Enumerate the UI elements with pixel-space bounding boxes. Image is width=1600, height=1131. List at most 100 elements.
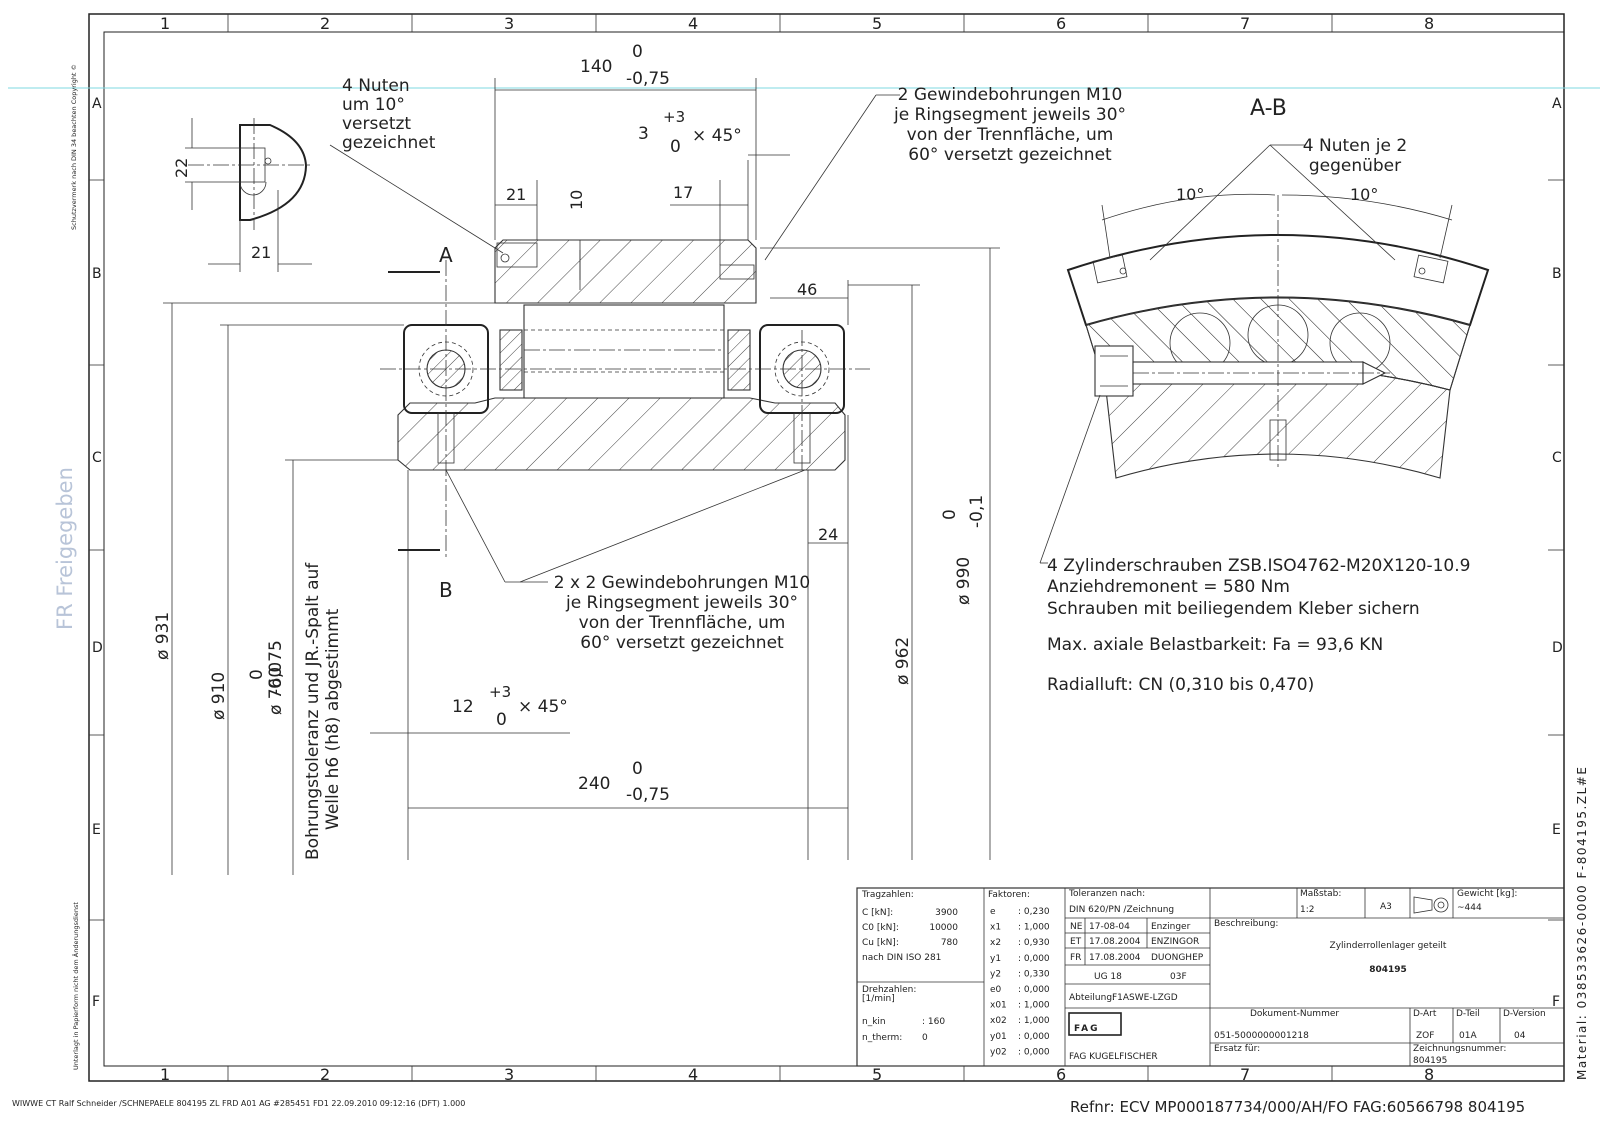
frame-row-label-right: C <box>1552 450 1562 466</box>
dim-d931: ø 931 <box>153 612 173 660</box>
section-angle-left: 10° <box>1176 185 1204 204</box>
note-grooves-section-line: 4 Nuten je 2 <box>1303 136 1407 156</box>
factor-value: : 1,000 <box>1018 1001 1050 1011</box>
factor-value: : 0,000 <box>1018 1047 1050 1057</box>
fag-logo-text: FAG <box>1074 1024 1099 1034</box>
chamfer-top-tol-upper: +3 <box>663 108 685 126</box>
dteil-label: D-Teil <box>1456 1009 1480 1019</box>
frame-col-label-bottom: 3 <box>504 1065 514 1084</box>
dokument-value: 051-5000000001218 <box>1214 1031 1309 1041</box>
dim-24-main: 24 <box>818 525 838 544</box>
note-grooves-line: um 10° <box>342 95 405 115</box>
abteilung-label: Abteilung: <box>1069 993 1115 1003</box>
dim-d910: ø 910 <box>209 672 229 720</box>
factor-value: : 1,000 <box>1018 1016 1050 1026</box>
dim-240-tol-lower: -0,75 <box>626 785 670 805</box>
frame-col-label-top: 5 <box>872 14 882 33</box>
nkin-label: n_kin <box>862 1017 886 1027</box>
dim-d760: ø 760 <box>266 667 286 715</box>
dim-140-tol-lower: -0,75 <box>626 69 670 89</box>
note-threaded-bottom-line: von der Trennfläche, um <box>579 613 786 633</box>
bearing-main-section: A B 140 0 -0,75 3 +3 0 × 45° 21 10 17 46… <box>153 42 1126 875</box>
note-threaded-top-line: 2 Gewindebohrungen M10 <box>898 85 1123 105</box>
ne-date: 17-08-04 <box>1089 922 1130 932</box>
factor-value: : 0,230 <box>1018 907 1050 917</box>
dim-d990-tol-lower: -0,1 <box>967 495 987 528</box>
chamfer-bottom-tol-upper: +3 <box>489 683 511 701</box>
note-threaded-top-line: von der Trennfläche, um <box>907 125 1114 145</box>
drehzahlen-unit: [1/min] <box>862 994 895 1004</box>
dim-d990: ø 990 <box>954 557 974 605</box>
nkin-value: : 160 <box>922 1017 945 1027</box>
massstab-value: 1:2 <box>1300 905 1314 915</box>
factor-name: y1 <box>990 954 1001 964</box>
ntherm-label: n_therm: <box>862 1033 902 1043</box>
ntherm-value: 0 <box>922 1033 928 1043</box>
dversion-label: D-Version <box>1503 1009 1546 1019</box>
frame-row-label-left: E <box>92 822 101 838</box>
dim-21-main: 21 <box>506 185 526 204</box>
dim-17-main: 17 <box>673 183 693 202</box>
frame-row-label-left: C <box>92 450 102 466</box>
fr-label: FR <box>1070 953 1081 963</box>
dart-value: ZOF <box>1416 1031 1434 1041</box>
chamfer-top-value: 3 <box>638 124 649 144</box>
frame-col-label-bottom: 4 <box>688 1065 698 1084</box>
dim-d990-tol-upper: 0 <box>940 509 960 520</box>
frame-col-label-bottom: 7 <box>1240 1065 1250 1084</box>
frame-col-label-bottom: 8 <box>1424 1065 1434 1084</box>
c-label: C [kN]: <box>862 908 893 918</box>
section-title: A-B <box>1250 96 1287 121</box>
fr-name: DUONGHEP <box>1151 953 1204 963</box>
factor-name: x02 <box>990 1016 1007 1026</box>
groove-detail-view: 22 21 <box>172 118 312 272</box>
dim-d760-tol-upper: 0 <box>247 669 267 680</box>
note-threaded-bottom-line: 2 x 2 Gewindebohrungen M10 <box>554 573 810 593</box>
beschreibung-value: Zylinderrollenlager geteilt <box>1330 941 1447 951</box>
note-grooves-line: versetzt <box>342 114 411 134</box>
note-grooves-line: 4 Nuten <box>342 76 410 96</box>
frame-col-label-top: 1 <box>160 14 170 33</box>
change-service-note: Unterlagt in Papierform nicht dem Änderu… <box>71 902 80 1070</box>
ug-code: 03F <box>1170 972 1187 982</box>
frame-row-label-left: A <box>92 96 102 112</box>
print-footer: WIWWE CT Ralf Schneider /SCHNEPAELE 8041… <box>12 1099 465 1108</box>
gewicht-label: Gewicht [kg]: <box>1457 889 1517 899</box>
detail-dim-22: 22 <box>172 158 191 178</box>
ne-label: NE <box>1070 922 1083 932</box>
frame-row-label-left: F <box>92 994 100 1010</box>
beschreibung-label: Beschreibung: <box>1214 919 1278 929</box>
material-number: Material: 038533626-0000 F-804195.ZL#E <box>1575 766 1589 1080</box>
dim-240-tol-upper: 0 <box>632 759 643 779</box>
frame-col-label-bottom: 6 <box>1056 1065 1066 1084</box>
format-value: A3 <box>1380 902 1392 912</box>
section-angle-right: 10° <box>1350 185 1378 204</box>
note-grooves-section-line: gegenüber <box>1309 156 1401 176</box>
et-name: ENZINGOR <box>1151 937 1199 947</box>
gewicht-value: ~444 <box>1457 903 1482 913</box>
dteil-value: 01A <box>1459 1031 1477 1041</box>
ersatz-label: Ersatz für: <box>1214 1044 1260 1054</box>
dokument-label: Dokument-Nummer <box>1250 1009 1339 1019</box>
reference-number: Refnr: ECV MP000187734/000/AH/FO FAG:605… <box>1070 1098 1525 1116</box>
factor-name: y2 <box>990 969 1001 979</box>
dim-46-main: 46 <box>797 280 817 299</box>
factor-value: : 0,000 <box>1018 985 1050 995</box>
frame-row-label-left: D <box>92 640 103 656</box>
frame-col-label-bottom: 5 <box>872 1065 882 1084</box>
c0-label: C0 [kN]: <box>862 923 899 933</box>
frame-row-label-right: E <box>1552 822 1561 838</box>
chamfer-bottom-value: 12 <box>452 697 474 717</box>
dversion-value: 04 <box>1514 1031 1526 1041</box>
frame-col-label-top: 4 <box>688 14 698 33</box>
dim-140: 140 <box>580 57 612 77</box>
frame-col-label-top: 2 <box>320 14 330 33</box>
